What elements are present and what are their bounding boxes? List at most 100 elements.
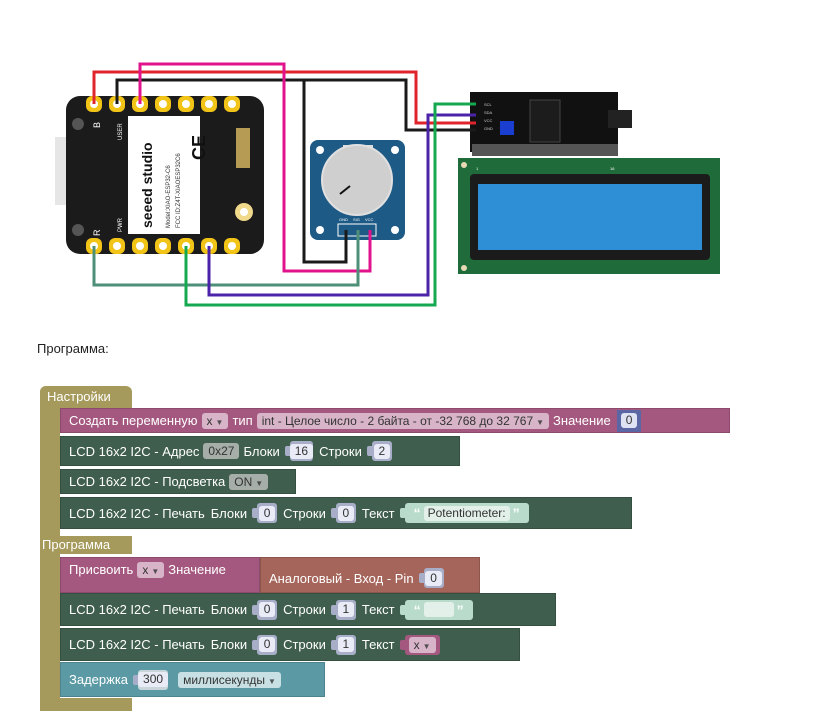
address-field[interactable]: 0x27 bbox=[203, 443, 240, 459]
row-input[interactable]: 1 bbox=[330, 634, 356, 655]
type-label: тип bbox=[232, 413, 253, 428]
i2c-pin-sda: SDA bbox=[484, 110, 493, 115]
cols-label: Блоки bbox=[210, 505, 248, 521]
lcd-print-loop-block-1[interactable]: LCD 16x2 I2C - Печать Блоки 0 Строки 1 Т… bbox=[60, 593, 556, 626]
delay-block[interactable]: Задержка 300 миллисекунды▼ bbox=[60, 662, 325, 697]
knob bbox=[321, 144, 393, 216]
loop-header[interactable] bbox=[40, 536, 132, 554]
close-quote-icon: ” bbox=[512, 505, 520, 521]
row-value: 0 bbox=[337, 505, 355, 521]
initial-value-input[interactable]: 0 bbox=[616, 409, 642, 432]
ce-mark: CE bbox=[189, 135, 209, 160]
col-input[interactable]: 0 bbox=[252, 599, 278, 620]
pot-pin-sig: SIG bbox=[353, 217, 360, 222]
row-input[interactable]: 1 bbox=[330, 599, 356, 620]
row-value: 1 bbox=[337, 637, 355, 652]
text-label: Текст bbox=[361, 637, 395, 652]
variable-dropdown[interactable]: x▼ bbox=[201, 412, 229, 429]
lcd-backlight-label: LCD 16x2 I2C - Подсветка bbox=[69, 474, 226, 489]
type-value: int - Целое число - 2 байта - от -32 768… bbox=[261, 413, 534, 428]
open-quote-icon: “ bbox=[413, 601, 421, 618]
analog-read-block[interactable]: Аналоговый - Вход - Pin 0 bbox=[260, 557, 480, 593]
setup-header[interactable] bbox=[40, 386, 132, 408]
lcd-print-setup-block[interactable]: LCD 16x2 I2C - Печать Блоки 0 Строки 0 Т… bbox=[60, 497, 632, 529]
potentiometer-module: GND SIG VCC bbox=[310, 140, 405, 240]
create-variable-block[interactable]: Создать переменную x▼ тип int - Целое чи… bbox=[60, 408, 730, 433]
assign-variable-dropdown[interactable]: x▼ bbox=[137, 562, 165, 578]
rows-input[interactable]: 2 bbox=[366, 441, 392, 461]
backlight-dropdown[interactable]: ON▼ bbox=[229, 473, 269, 490]
loop-title: Программа bbox=[42, 537, 111, 552]
label-b: B bbox=[92, 122, 102, 128]
cols-label: Блоки bbox=[243, 443, 280, 459]
text-value[interactable] bbox=[423, 602, 454, 617]
setup-block[interactable] bbox=[40, 386, 60, 536]
lcd-pin-16: 16 bbox=[610, 166, 615, 171]
variable-name: x bbox=[206, 413, 213, 428]
lcd-address-block[interactable]: LCD 16x2 I2C - Адрес 0x27 Блоки 16 Строк… bbox=[60, 436, 460, 466]
loop-block[interactable] bbox=[40, 536, 60, 711]
col-input[interactable]: 0 bbox=[252, 634, 278, 655]
variable-dropdown[interactable]: x▼ bbox=[408, 636, 436, 653]
col-input[interactable]: 0 bbox=[252, 503, 278, 523]
text-string-block[interactable]: “” bbox=[399, 599, 473, 620]
cols-input[interactable]: 16 bbox=[284, 441, 314, 461]
delay-input[interactable]: 300 bbox=[133, 669, 169, 690]
dropdown-arrow-icon: ▼ bbox=[268, 676, 276, 686]
text-label: Текст bbox=[361, 505, 395, 521]
delay-value: 300 bbox=[138, 672, 169, 687]
wire-black-pot-gnd bbox=[302, 80, 348, 264]
row-value: 1 bbox=[337, 602, 355, 617]
assign-variable: x bbox=[142, 563, 149, 577]
loop-footer bbox=[40, 698, 132, 711]
cols-label: Блоки bbox=[210, 637, 248, 652]
module-shield bbox=[128, 116, 200, 234]
lcd-backlight-block[interactable]: LCD 16x2 I2C - Подсветка ON▼ bbox=[60, 469, 296, 494]
rows-label: Строки bbox=[319, 443, 362, 459]
program-heading: Программа: bbox=[37, 341, 109, 356]
rows-label: Строки bbox=[283, 602, 326, 617]
value-label: Значение bbox=[553, 413, 611, 428]
board-fcc: FCC ID:Z4T-XIAOESP32C6 bbox=[176, 153, 182, 228]
backlight-state: ON bbox=[234, 474, 253, 489]
lcd-pin-1: 1 bbox=[476, 166, 479, 171]
pin-input[interactable]: 0 bbox=[418, 568, 444, 588]
open-quote-icon: “ bbox=[413, 505, 421, 521]
wire-magenta-pot-vcc bbox=[138, 62, 372, 273]
close-quote-icon: ” bbox=[456, 601, 464, 618]
lcd-print-loop-block-2[interactable]: LCD 16x2 I2C - Печать Блоки 0 Строки 1 Т… bbox=[60, 628, 520, 661]
assign-value-label: Значение bbox=[168, 562, 226, 577]
dropdown-arrow-icon: ▼ bbox=[422, 641, 431, 651]
col-value: 0 bbox=[258, 602, 276, 617]
i2c-pin-gnd: GND bbox=[484, 126, 493, 131]
lcd-address-label: LCD 16x2 I2C - Адрес bbox=[69, 443, 200, 459]
dropdown-arrow-icon: ▼ bbox=[151, 567, 160, 576]
col-value: 0 bbox=[258, 637, 276, 652]
text-value[interactable]: Potentiometer: bbox=[423, 505, 510, 521]
text-label: Текст bbox=[361, 602, 395, 617]
i2c-pin-scl: SCL bbox=[484, 102, 493, 107]
lcd-print-label: LCD 16x2 I2C - Печать bbox=[69, 505, 205, 521]
lcd-print-label: LCD 16x2 I2C - Печать bbox=[69, 637, 205, 652]
unit-dropdown[interactable]: миллисекунды▼ bbox=[178, 671, 281, 688]
type-dropdown[interactable]: int - Целое число - 2 байта - от -32 768… bbox=[256, 412, 550, 429]
lcd-screen bbox=[478, 184, 702, 250]
variable-name: x bbox=[413, 637, 420, 652]
lcd-print-label: LCD 16x2 I2C - Печать bbox=[69, 602, 205, 617]
pot-pin-vcc: VCC bbox=[365, 217, 374, 222]
assign-block[interactable]: Присвоить x▼ Значение bbox=[60, 557, 260, 593]
row-input[interactable]: 0 bbox=[330, 503, 356, 523]
rows-value: 2 bbox=[373, 443, 391, 459]
wiring-diagram: seeed studio Model:XIAO-ESP32-C6 FCC ID:… bbox=[55, 62, 720, 307]
i2c-pin-vcc: VCC bbox=[484, 118, 493, 123]
analog-read-label: Аналоговый - Вход - Pin bbox=[269, 570, 414, 586]
variable-get-block[interactable]: x▼ bbox=[399, 634, 440, 655]
wire-seagreen-pot-sig bbox=[92, 230, 360, 287]
board-brand: seeed studio bbox=[139, 142, 155, 228]
pin-value: 0 bbox=[425, 570, 442, 586]
wire-indigo-sda bbox=[207, 113, 476, 297]
i2c-backpack-module: SCL SDA VCC GND bbox=[470, 92, 632, 156]
delay-label: Задержка bbox=[69, 672, 129, 687]
text-string-block[interactable]: “Potentiometer:” bbox=[399, 503, 529, 523]
dropdown-arrow-icon: ▼ bbox=[255, 478, 264, 488]
